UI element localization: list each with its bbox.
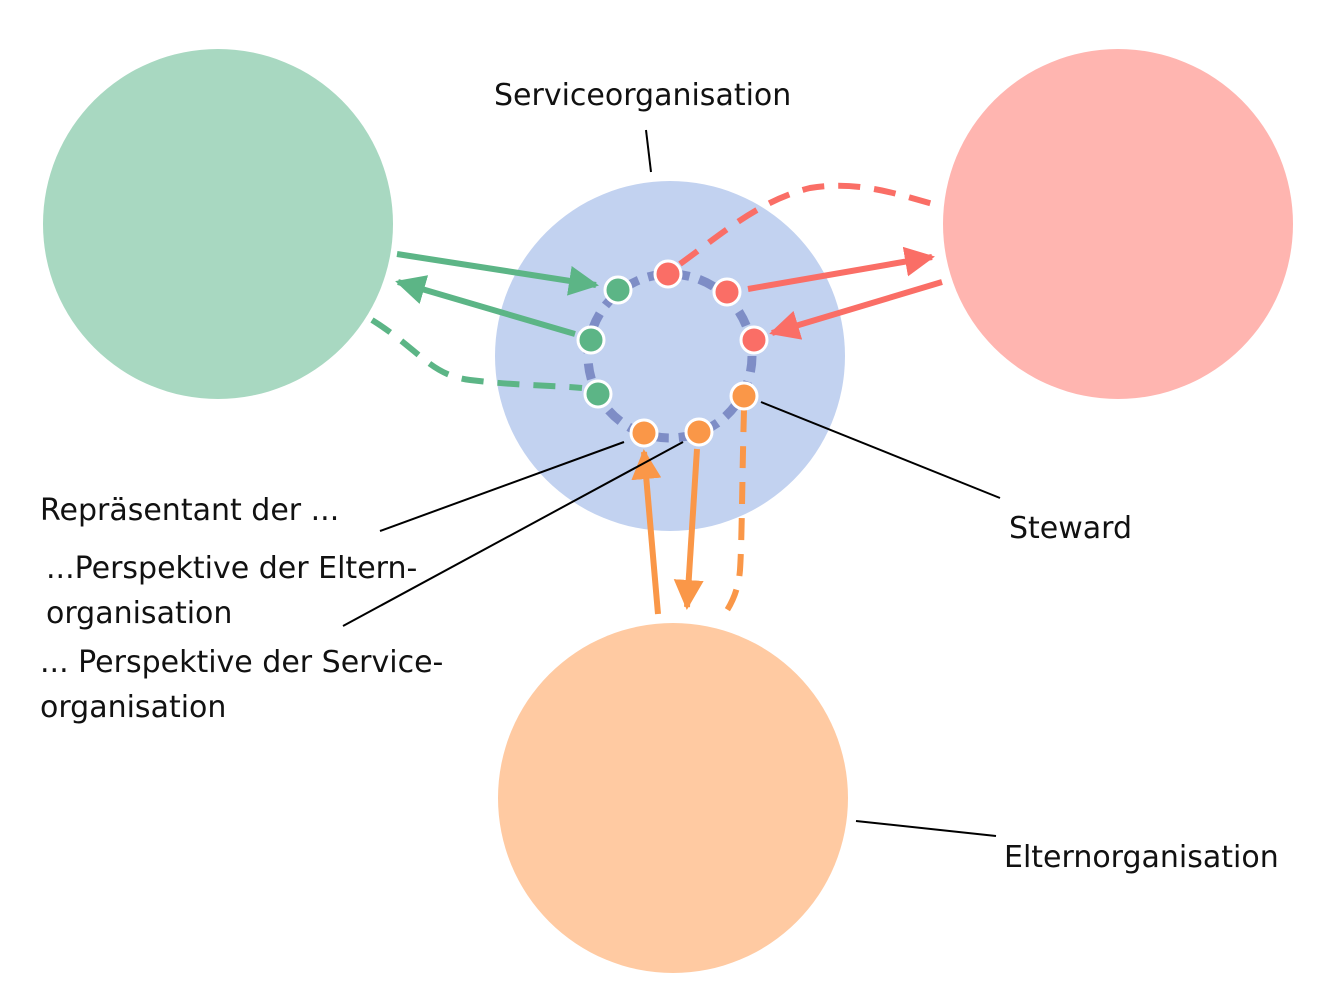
orange-steward-dot [729, 381, 759, 411]
green-arrow-to-organisation [395, 275, 576, 337]
parent-org-callout [855, 820, 997, 837]
representative-ring [583, 269, 757, 443]
green-organisation-circle [43, 49, 393, 399]
parent-perspective-callout [379, 441, 625, 532]
orange-representative-dot-1 [629, 418, 659, 448]
red-representative-dot-2 [739, 325, 769, 355]
red-representative-dot-1 [712, 277, 742, 307]
representative-label: Repräsentant der ... [40, 493, 339, 528]
parent-perspective-label-line2: organisation [46, 596, 232, 631]
red-arrow-to-organisation [747, 246, 935, 292]
orange-representative-dot-2 [684, 417, 714, 447]
steward-callout [760, 401, 1001, 499]
service-organisation-circle [495, 181, 845, 531]
service-org-label: Serviceorganisation [494, 78, 791, 113]
orange-dashed-steward-link [717, 409, 747, 622]
service-perspective-label-line2: organisation [40, 690, 226, 725]
parent-org-label: Elternorganisation [1004, 840, 1279, 875]
red-steward-dot [653, 259, 683, 289]
green-steward-dot [583, 379, 613, 409]
parent-organisation-circle [498, 623, 848, 973]
steward-label: Steward [1009, 511, 1132, 546]
green-dashed-steward-link [370, 317, 583, 391]
service-perspective-callout [342, 441, 684, 627]
service-perspective-label-line1: ... Perspektive der Service- [40, 645, 443, 680]
parent-perspective-label-line1: ...Perspektive der Eltern- [46, 551, 417, 586]
orange-arrow-to-parent [673, 448, 704, 610]
green-representative-dot-2 [576, 325, 606, 355]
red-arrow-to-service [769, 279, 943, 340]
red-dashed-steward-link [678, 182, 941, 267]
orange-arrow-to-service [631, 449, 662, 615]
service-org-callout [645, 129, 652, 173]
green-representative-dot-1 [603, 275, 633, 305]
green-arrow-to-service [396, 251, 599, 296]
red-organisation-circle [943, 49, 1293, 399]
